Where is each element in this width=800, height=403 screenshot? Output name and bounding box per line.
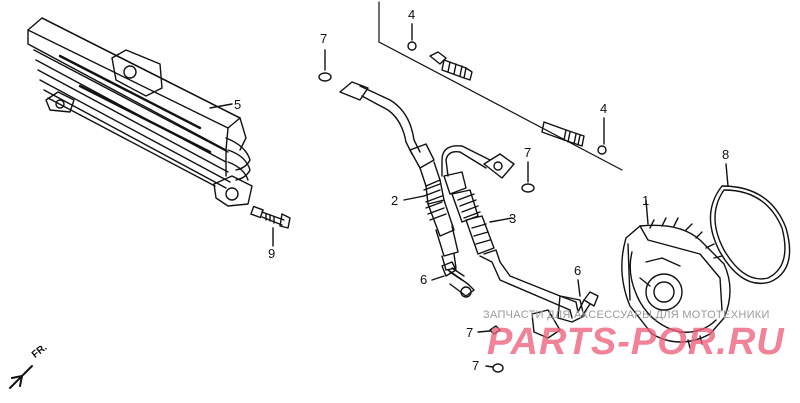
o-ring-7b	[521, 183, 535, 193]
callout-9: 9	[268, 246, 276, 261]
bolt-6a	[441, 261, 465, 281]
callout-7a: 7	[320, 31, 328, 46]
oil-hose-3	[441, 145, 585, 339]
leader-5	[209, 103, 233, 109]
leader-8	[725, 163, 729, 187]
o-ring-7a	[318, 72, 332, 82]
watermark-logo: PARTS-POR.RU	[487, 321, 785, 363]
leader-7c	[477, 330, 491, 333]
fitting-lower	[541, 121, 607, 155]
bolt-6b	[577, 291, 599, 317]
callout-7d: 7	[472, 358, 480, 373]
o-ring-7c	[489, 325, 501, 335]
oil-hose-2	[339, 81, 475, 298]
leader-6a	[431, 275, 445, 281]
callout-4a: 4	[408, 7, 416, 22]
callout-6b: 6	[574, 263, 582, 278]
oil-filter-cover	[621, 217, 731, 349]
leader-1	[645, 199, 649, 225]
o-ring-7d	[492, 363, 504, 373]
dividing-line	[378, 1, 623, 171]
callout-8: 8	[722, 147, 730, 162]
callout-5: 5	[234, 97, 242, 112]
leader-2	[403, 195, 425, 201]
leader-3	[489, 217, 513, 223]
watermark-caption: ЗАПЧАСТИ ДЛЯ АКСЕССУАРЫ ДЛЯ МОТОТЕХНИКИ	[483, 309, 770, 321]
callout-4b: 4	[600, 101, 608, 116]
callout-1: 1	[642, 193, 650, 208]
o-ring-large-8	[709, 185, 791, 284]
leader-6b	[577, 279, 581, 297]
leader-7d	[485, 365, 494, 368]
oil-cooler	[27, 17, 253, 207]
callout-2: 2	[391, 193, 399, 208]
callout-7b: 7	[524, 145, 532, 160]
callout-3: 3	[509, 211, 517, 226]
callout-6a: 6	[420, 272, 428, 287]
fr-direction-arrow	[9, 365, 33, 389]
callout-7c: 7	[466, 325, 474, 340]
bolt-9	[250, 205, 291, 229]
fitting-upper	[407, 41, 473, 81]
